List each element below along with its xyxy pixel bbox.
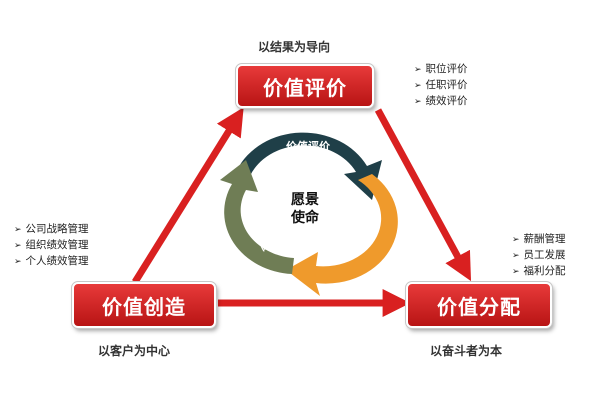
top-caption: 以结果为导向 [258, 40, 331, 54]
cycle-label-distribute: 价值分配 [332, 201, 365, 246]
arrow-evaluate-to-distribute [374, 108, 472, 282]
left-bullets: 公司战略管理 组织绩效管理 个人绩效管理 [14, 222, 89, 270]
node-title-evaluation: 价值评价 [263, 75, 347, 100]
right-bullet-2: 员工发展 [512, 248, 566, 264]
cycle-segment-distribute [286, 174, 398, 296]
node-title-distribution: 价值分配 [437, 294, 521, 319]
top-bullet-1: 职位评价 [414, 62, 468, 78]
cycle-center-line2: 使命 [290, 209, 320, 226]
left-caption: 以客户为中心 [98, 344, 171, 358]
left-bullet-1: 公司战略管理 [14, 222, 89, 238]
top-bullet-2: 任职评价 [414, 78, 468, 94]
top-bullet-3: 绩效评价 [414, 94, 468, 110]
cycle-segment-create [220, 160, 294, 274]
node-value-evaluation: 价值评价 [235, 63, 375, 109]
cycle-label-evaluate: 价值评价 [286, 139, 331, 153]
cycle-segment-evaluate [237, 132, 382, 200]
node-title-creation: 价值创造 [102, 294, 186, 319]
left-bullet-3: 个人绩效管理 [14, 254, 89, 270]
right-caption: 以奋斗者为本 [430, 344, 503, 358]
top-bullets: 职位评价 任职评价 绩效评价 [414, 62, 468, 110]
node-value-distribution: 价值分配 [405, 281, 553, 329]
arrow-create-to-evaluate [132, 107, 244, 284]
node-value-creation: 价值创造 [71, 281, 217, 329]
left-bullet-2: 组织绩效管理 [14, 238, 89, 254]
cycle-center-line1: 愿景 [291, 192, 319, 208]
right-bullet-1: 薪酬管理 [512, 232, 566, 248]
right-bullets: 薪酬管理 员工发展 福利分配 [512, 232, 566, 280]
right-bullet-3: 福利分配 [512, 264, 566, 280]
